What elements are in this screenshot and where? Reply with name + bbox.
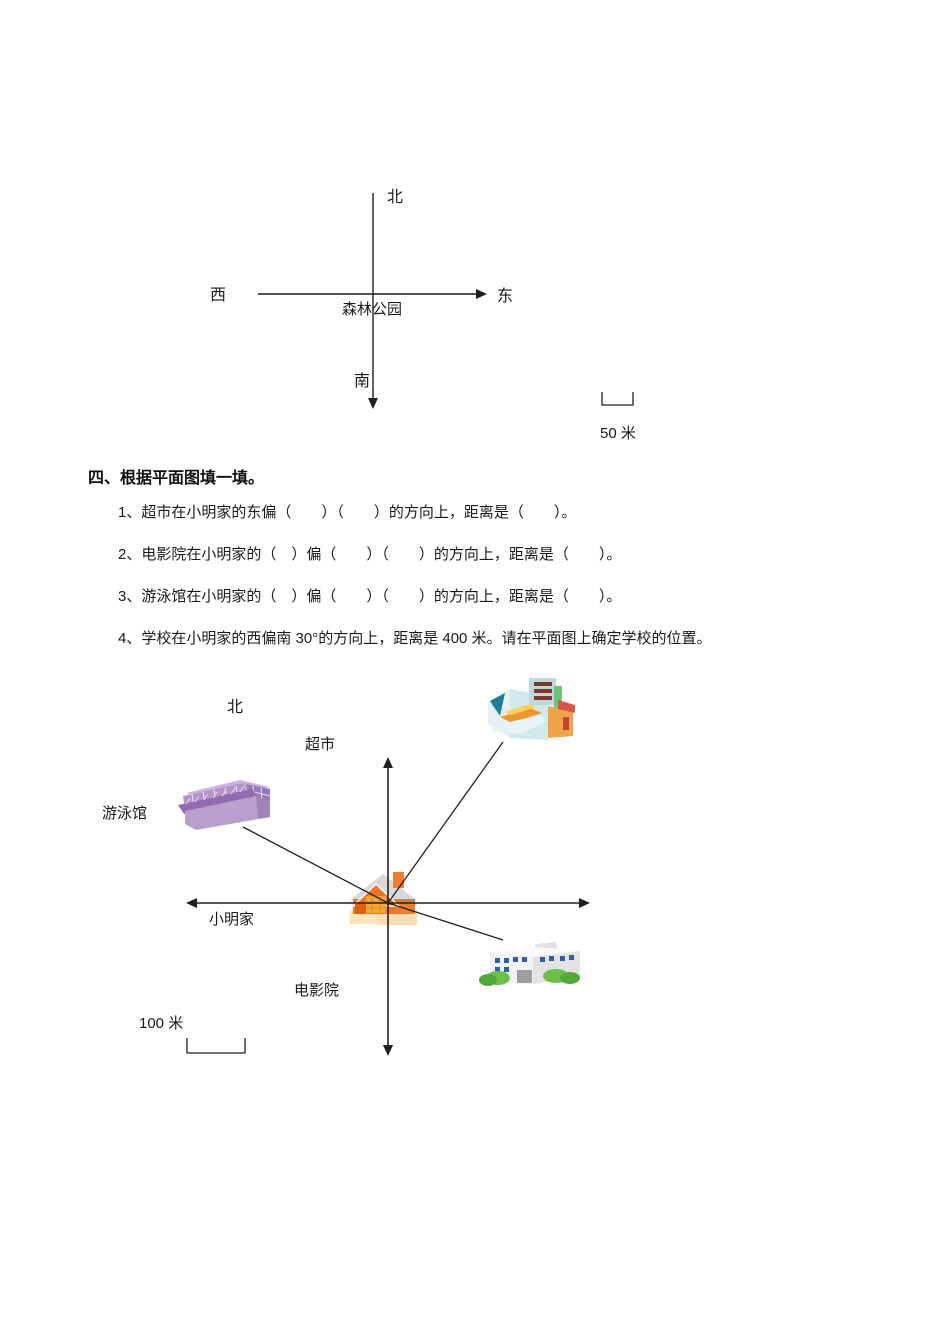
forest-park-compass	[258, 193, 634, 409]
compass1-east-label: 东	[497, 288, 514, 305]
scale-bracket-100m	[186, 1038, 246, 1054]
home-map	[178, 678, 590, 1056]
home-label: 小明家	[209, 911, 255, 928]
scale1-label: 50 米	[600, 425, 636, 442]
scale2-label: 100 米	[139, 1015, 184, 1032]
question-item-1: 1、超市在小明家的东偏（ ）（ ）的方向上，距离是（ ）。	[118, 504, 577, 521]
east-arrowhead	[476, 289, 487, 299]
ray-to-pool	[242, 826, 389, 904]
pool-label: 游泳馆	[102, 805, 148, 822]
north-arrowhead	[383, 757, 393, 768]
question-item-3: 3、游泳馆在小明家的（ ）偏（ ）（ ）的方向上，距离是（ ）。	[118, 588, 622, 605]
home-illustration	[350, 872, 417, 925]
question-item-2: 2、电影院在小明家的（ ）偏（ ）（ ）的方向上，距离是（ ）。	[118, 546, 622, 563]
ray-to-cinema	[387, 902, 504, 941]
compass1-south-label: 南	[354, 373, 371, 390]
ray-to-supermarket	[387, 741, 504, 904]
compass1-north-label: 北	[387, 189, 404, 206]
forest-park-label: 森林公园	[342, 301, 403, 318]
scale-bracket-50m	[601, 392, 634, 406]
supermarket-label: 超市	[305, 736, 336, 753]
supermarket-illustration	[488, 678, 575, 740]
west-arrowhead	[186, 898, 197, 908]
south-arrowhead	[368, 398, 378, 409]
cinema-label: 电影院	[294, 982, 340, 999]
east-arrowhead	[579, 898, 590, 908]
section-heading: 四、根据平面图填一填。	[88, 470, 265, 487]
compass1-west-label: 西	[210, 287, 227, 304]
pool-illustration	[178, 780, 271, 830]
cinema-illustration	[479, 942, 580, 986]
question-item-4: 4、学校在小明家的西偏南 30°的方向上，距离是 400 米。请在平面图上确定学…	[118, 630, 712, 647]
compass2-north-label: 北	[227, 699, 244, 716]
south-arrowhead	[383, 1045, 393, 1056]
